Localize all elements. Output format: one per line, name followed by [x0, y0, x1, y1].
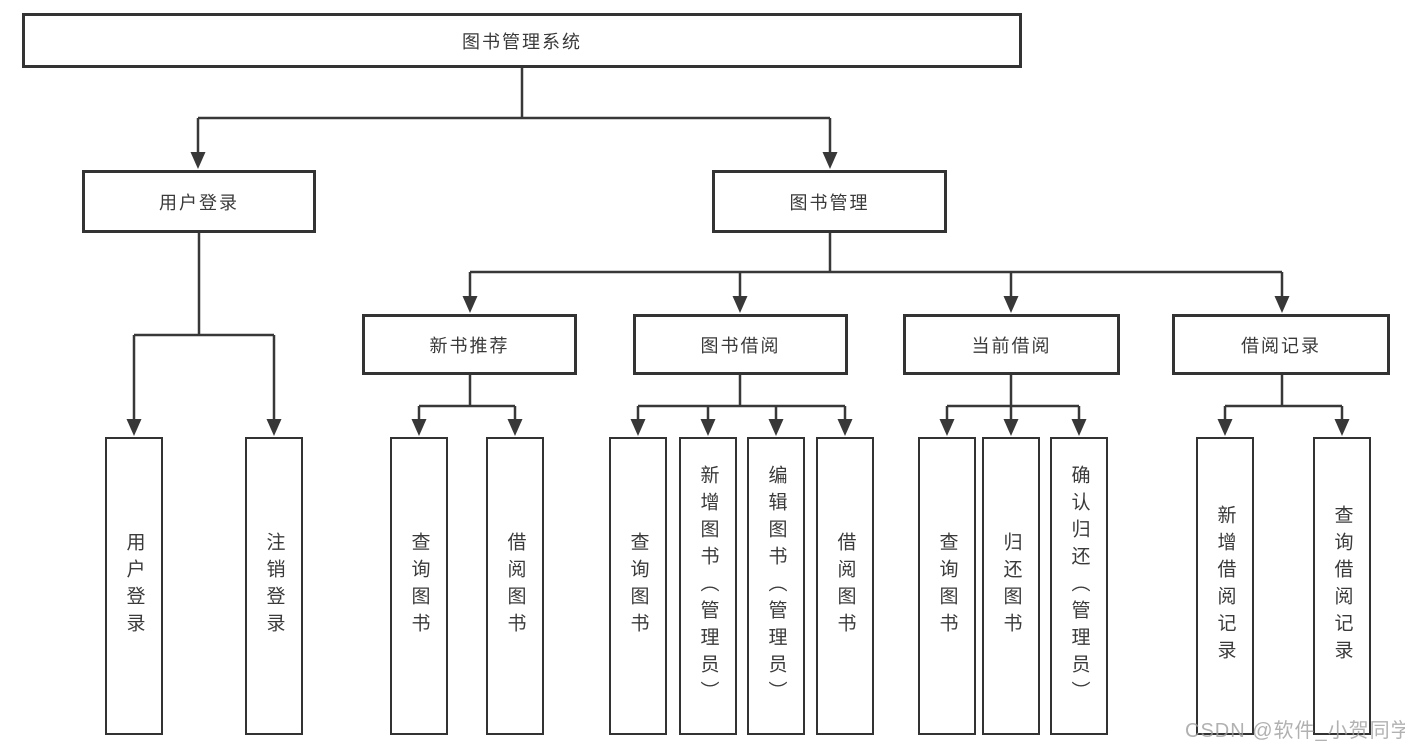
leaf-confirm-return-admin: 确认归还（管理员） — [1050, 437, 1108, 735]
node-new-book-recommend: 新书推荐 — [362, 314, 577, 375]
node-label: 图书管理 — [789, 192, 870, 213]
node-label: 新增借阅记录 — [1214, 505, 1236, 667]
node-label: 新增图书（管理员） — [697, 464, 719, 708]
node-label: 图书管理系统 — [462, 31, 582, 52]
node-label: 查询图书 — [627, 532, 649, 640]
leaf-borrow-books-recommend: 借阅图书 — [486, 437, 544, 735]
leaf-return-book: 归还图书 — [982, 437, 1040, 735]
node-label: 新书推荐 — [429, 335, 510, 356]
node-label: 查询图书 — [408, 532, 430, 640]
leaf-query-books-borrow: 查询图书 — [609, 437, 667, 735]
node-label: 注销登录 — [263, 532, 285, 640]
node-label: 借阅图书 — [834, 532, 856, 640]
node-label: 编辑图书（管理员） — [765, 464, 787, 708]
leaf-query-books-recommend: 查询图书 — [390, 437, 448, 735]
node-label: 用户登录 — [159, 192, 239, 213]
node-user-login: 用户登录 — [82, 170, 316, 233]
node-label: 借阅图书 — [504, 532, 526, 640]
leaf-logout: 注销登录 — [245, 437, 303, 735]
leaf-query-borrow-record: 查询借阅记录 — [1313, 437, 1371, 735]
node-label: 借阅记录 — [1241, 335, 1321, 356]
node-label: 当前借阅 — [971, 335, 1052, 356]
leaf-add-borrow-record: 新增借阅记录 — [1196, 437, 1254, 735]
node-label: 确认归还（管理员） — [1068, 464, 1090, 708]
csdn-watermark: CSDN @软件_小贺同学 — [1185, 720, 1405, 742]
leaf-edit-book-admin: 编辑图书（管理员） — [747, 437, 805, 735]
leaf-user-login: 用户登录 — [105, 437, 163, 735]
node-borrow-records: 借阅记录 — [1172, 314, 1390, 375]
node-book-borrow: 图书借阅 — [633, 314, 848, 375]
leaf-query-books-current: 查询图书 — [918, 437, 976, 735]
node-label: 归还图书 — [1000, 532, 1022, 640]
node-label: 图书借阅 — [700, 335, 781, 356]
node-library-management-system: 图书管理系统 — [22, 13, 1022, 68]
node-current-borrow: 当前借阅 — [903, 314, 1120, 375]
node-label: 用户登录 — [123, 532, 145, 640]
node-book-management: 图书管理 — [712, 170, 947, 233]
node-label: 查询借阅记录 — [1331, 505, 1353, 667]
leaf-add-book-admin: 新增图书（管理员） — [679, 437, 737, 735]
leaf-borrow-books: 借阅图书 — [816, 437, 874, 735]
node-label: 查询图书 — [936, 532, 958, 640]
